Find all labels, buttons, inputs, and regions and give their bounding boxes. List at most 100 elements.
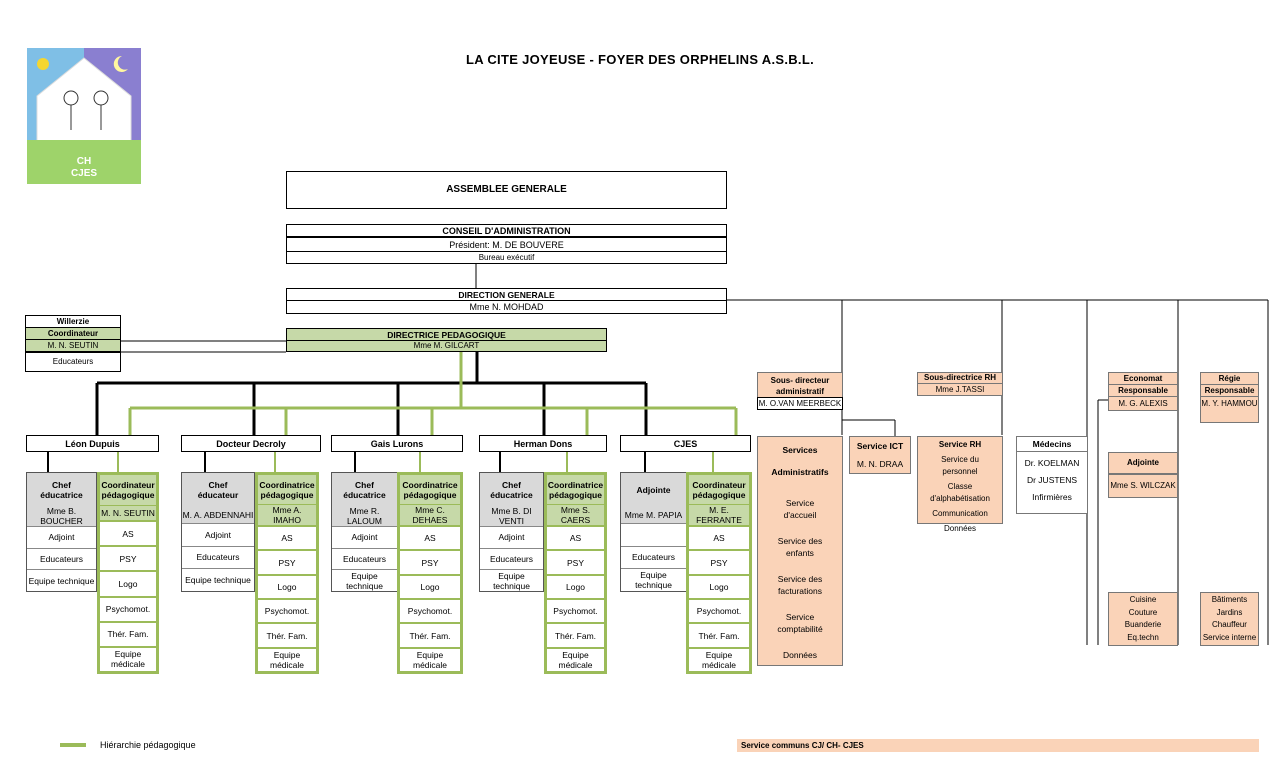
direction-name-box: Mme N. MOHDAD: [286, 300, 727, 314]
coordinator-staff-item: Psychomot.: [258, 598, 316, 623]
chef-staff-item: Educateurs: [480, 547, 543, 570]
logo-text-line2: CJES: [70, 168, 98, 179]
coordinator-staff-item: Logo: [689, 573, 749, 599]
coordinator-name: M. E. FERRANTE: [689, 504, 749, 526]
coordinator-title: Coordinateur pédagogique: [689, 475, 749, 505]
service-rh-title: Service RH: [938, 440, 982, 449]
regie-item: Jardins: [1216, 607, 1243, 617]
chef-name: Mme B. DI VENTI: [480, 506, 543, 527]
unit-name: Herman Dons: [513, 438, 573, 449]
directrice-name-box: Mme M. GILCART: [286, 340, 607, 352]
coordinator-name: Mme S. CAERS: [547, 504, 604, 526]
chef-staff-item: Educateurs: [182, 545, 254, 569]
coordinator-staff-item: AS: [400, 525, 460, 550]
coordinator-staff-item: Logo: [547, 573, 604, 599]
services-admin-item: Service comptabilité: [777, 612, 823, 634]
legend-label: Hiérarchie pédagogique: [100, 740, 196, 750]
willerzie-staff: Educateurs: [52, 357, 94, 366]
coordinator-staff-item: Thér. Fam.: [258, 622, 316, 647]
chef-staff-item: Educateurs: [621, 545, 686, 569]
directrice-name: Mme M. GILCART: [413, 341, 480, 350]
coordinator-staff-item: Equipe médicale: [400, 646, 460, 671]
chef-title: Chef éducateur: [182, 473, 254, 508]
page-title: LA CITE JOYEUSE - FOYER DES ORPHELINS A.…: [466, 52, 814, 67]
medecins-item: Dr. KOELMAN: [1024, 458, 1080, 468]
regie-title: Régie: [1218, 373, 1241, 383]
chef-staff-item: Adjoint: [182, 522, 254, 546]
coordinator-staff-item: Psychomot.: [547, 598, 604, 623]
chef-staff-item: Educateurs: [27, 547, 96, 570]
regie-name-box: M. Y. HAMMOU: [1200, 396, 1259, 423]
chef-staff-item: Equipe technique: [182, 568, 254, 592]
unit-name: Docteur Decroly: [216, 438, 286, 449]
services-admin-item: Données: [782, 650, 818, 660]
footer-text: Service communs CJ/ CH- CJES: [741, 741, 864, 750]
chef-staff-item: Adjoint: [480, 526, 543, 548]
unit-name: CJES: [673, 438, 698, 449]
chef-staff-item: Adjoint: [332, 526, 397, 548]
coordinator-staff-item: Equipe médicale: [100, 645, 156, 672]
coordinator-staff-item: PSY: [689, 549, 749, 574]
chef-name: Mme R. LALOUM: [332, 506, 397, 527]
coordinator-name: Mme C. DEHAES: [400, 504, 460, 526]
directrice-title: DIRECTRICE PEDAGOGIQUE: [387, 329, 506, 340]
chef-title: Chef éducatrice: [480, 473, 543, 507]
regie-item: Chauffeur: [1211, 620, 1247, 629]
unit-name: Léon Dupuis: [65, 438, 120, 449]
coordinator-staff-item: Equipe médicale: [547, 646, 604, 671]
sous-directrice-rh-name: Mme J.TASSI: [935, 384, 985, 394]
coordinator-staff-item: Logo: [100, 570, 156, 596]
coordinator-staff-item: Equipe médicale: [689, 646, 749, 671]
service-rh-item: Communication: [932, 509, 988, 518]
sous-directeur-box: Sous- directeur administratif: [757, 372, 843, 398]
chef-staff-item: Adjoint: [27, 526, 96, 548]
conseil-president: Président: M. DE BOUVERE: [449, 239, 564, 250]
coordinator-staff-item: Equipe médicale: [258, 646, 316, 671]
chef-staff-item: Equipe technique: [27, 569, 96, 592]
coordinator-title: Coordinatrice pédagogique: [400, 475, 460, 505]
service-rh-item: Données: [943, 524, 977, 533]
coordinator-staff-item: PSY: [100, 545, 156, 571]
economat-item: Cuisine: [1129, 595, 1157, 604]
coordinator-staff-item: Psychomot.: [100, 595, 156, 621]
regie-name: M. Y. HAMMOU: [1201, 399, 1258, 408]
willerzie-title: Willerzie: [56, 316, 90, 326]
coordinator-staff-item: AS: [100, 520, 156, 546]
willerzie-staff-box: Educateurs: [25, 352, 121, 372]
coordinator-staff-item: PSY: [400, 549, 460, 574]
unit-name-box: Docteur Decroly: [181, 435, 321, 452]
unit-name: Gais Lurons: [370, 438, 424, 449]
coordinator-name: M. N. SEUTIN: [100, 505, 156, 521]
services-admin-item: Service des enfants: [777, 536, 823, 558]
coordinator-title: Coordinatrice pédagogique: [547, 475, 604, 505]
sous-directeur-title: Sous- directeur administratif: [770, 375, 830, 396]
service-ict-title: Service ICT: [856, 441, 904, 451]
logo-text-line1: CH: [76, 156, 92, 167]
service-ict-box: Service ICT M. N. DRAA: [849, 436, 911, 474]
coordinator-staff-item: Thér. Fam.: [400, 622, 460, 647]
economat-adjointe-name-box: Mme S. WILCZAK: [1108, 474, 1178, 498]
chef-title: Chef éducatrice: [332, 473, 397, 507]
coordinator-staff-item: AS: [547, 525, 604, 550]
conseil-bureau-box: Bureau exécutif: [286, 251, 727, 264]
coordinator-staff-item: Logo: [400, 573, 460, 599]
sous-directrice-rh-name-box: Mme J.TASSI: [917, 383, 1003, 396]
economat-adjointe-title-box: Adjointe: [1108, 452, 1178, 474]
coordinator-staff-item: Thér. Fam.: [689, 622, 749, 647]
services-admin-item: Service des facturations: [777, 574, 823, 596]
regie-item: Bâtiments: [1211, 595, 1248, 604]
coordinator-staff-item: PSY: [547, 549, 604, 574]
direction-title: DIRECTION GENERALE: [458, 289, 555, 300]
medecins-item: Dr JUSTENS: [1026, 475, 1078, 485]
chef-staff-item: [621, 522, 686, 546]
economat-item: Buanderie: [1124, 620, 1162, 629]
